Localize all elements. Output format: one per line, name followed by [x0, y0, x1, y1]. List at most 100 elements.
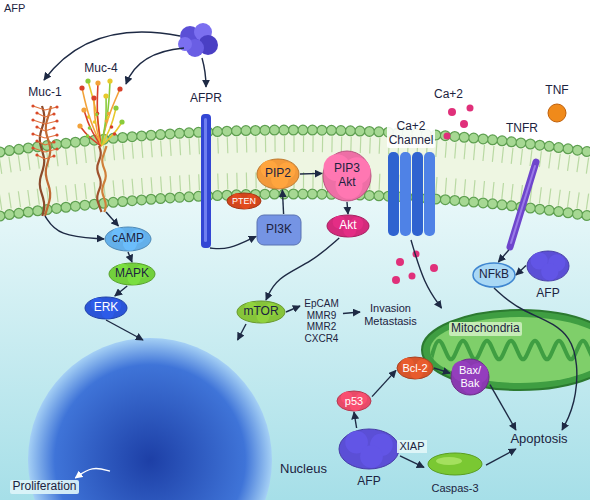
node-text: MAPK — [115, 267, 149, 281]
mucin-hair — [45, 107, 57, 110]
signal-arrow — [411, 240, 442, 308]
text-group: Invasion Metastasis — [360, 300, 421, 330]
tnf-ball — [548, 104, 566, 122]
protein-body — [339, 429, 399, 469]
protein-blob-drawing — [109, 263, 155, 285]
mucin-tip — [52, 154, 55, 157]
protein-body — [237, 301, 285, 323]
mucin-tip — [52, 126, 55, 129]
mucin-tip — [88, 126, 92, 130]
mucin-tip — [31, 118, 34, 121]
ion-channel-drawing — [388, 152, 435, 236]
mucin-tip — [113, 132, 117, 136]
node-shape — [186, 92, 226, 248]
receptor-stalk — [201, 114, 211, 248]
node-text: Apoptosis — [510, 432, 567, 447]
mitochondrion-drawing — [422, 310, 590, 390]
mucin-tip — [55, 105, 58, 108]
protein-blob: p53 — [336, 390, 372, 412]
outcome-label: Proliferation — [6, 478, 83, 496]
text-group: AFP — [338, 475, 400, 489]
afp-protein: AFP — [338, 428, 400, 490]
protein-blob-drawing — [105, 227, 151, 251]
protein-blob-drawing — [257, 215, 301, 245]
mucin-branch — [84, 110, 101, 146]
protein-blob: Bcl-2 — [396, 356, 434, 380]
node-text: NFkB — [479, 268, 509, 282]
text-group: mTOR — [236, 300, 286, 324]
node-text: cAMP — [112, 232, 144, 246]
signal-arrow — [354, 412, 357, 428]
signal-arrow — [490, 385, 516, 430]
signal-arrow — [106, 320, 143, 340]
mucin-tip — [103, 93, 108, 98]
text-group: Muc-4 — [76, 62, 126, 76]
protein-blob: ERK — [84, 296, 128, 320]
protein-blob: PTEN — [226, 192, 262, 210]
text-group: Ca+2 Channel — [376, 120, 446, 148]
mucin-receptor: Muc-1 — [22, 86, 68, 216]
node-text: PIP3 — [334, 162, 360, 176]
text-group: ERK — [84, 296, 128, 320]
mucin-receptor-drawing — [77, 78, 124, 212]
text-group: Apoptosis — [506, 430, 572, 449]
node-text: Proliferation — [10, 480, 78, 494]
node-text: Akt — [338, 176, 355, 190]
node-text: Invasion Metastasis — [364, 302, 417, 327]
binding-arrow — [44, 32, 180, 80]
receptor-stalk — [510, 162, 536, 247]
mucin-hair — [33, 134, 45, 138]
node-text: AFPR — [190, 92, 222, 106]
mucin-tip — [35, 111, 38, 114]
mitochondrion: Mitochondria — [425, 308, 590, 392]
protein-body — [323, 151, 371, 201]
text-group: Akt — [326, 214, 370, 238]
node-text: AFP — [536, 287, 559, 301]
label-box: Ca+2 — [434, 88, 463, 102]
receptor-highlight — [204, 118, 207, 242]
text-group: EpCAM MMR9 MMR2 CXCR4 — [300, 296, 343, 346]
tnf-receptor-drawing — [510, 162, 536, 247]
protein-blob-drawing — [227, 193, 261, 209]
signal-arrow — [238, 324, 246, 340]
protein-blob: NFkB — [472, 262, 516, 288]
text-group: p53 — [336, 390, 372, 412]
signal-arrow — [266, 238, 339, 300]
caspase-highlight — [436, 457, 462, 465]
signal-arrow — [106, 212, 118, 226]
protein-lobe — [541, 263, 558, 280]
node-text: Muc-1 — [28, 86, 61, 100]
protein-blob: mTOR — [236, 300, 286, 324]
mucin-receptor: Muc-4 — [76, 62, 126, 212]
node-text: AFP — [357, 475, 380, 489]
text-group: MAPK — [108, 262, 156, 286]
signal-arrow — [45, 216, 104, 239]
node-text: Mitochondria — [449, 322, 522, 336]
nucleus: Nucleus — [110, 340, 330, 500]
mucin-tip — [95, 80, 100, 85]
text-group: Mitochondria — [449, 322, 522, 336]
text-group: Caspas-3 — [424, 482, 486, 495]
node-text: Bcl-2 — [402, 362, 427, 375]
node-text: Ca+2 Channel — [387, 120, 436, 148]
protein-blob: MAPK — [108, 262, 156, 286]
signal-arrow — [282, 190, 283, 214]
node-text: p53 — [345, 395, 363, 408]
protein-body — [227, 193, 261, 209]
node-text: PTEN — [232, 196, 256, 206]
text-group: TNFR — [500, 122, 544, 136]
node-text: ERK — [94, 301, 119, 315]
mucin-tip — [85, 78, 90, 83]
protein-lobe — [360, 445, 383, 468]
protein-blob: Bax/ Bak — [450, 358, 490, 396]
protein-blob-drawing — [337, 391, 371, 411]
mucin-tip — [55, 147, 58, 150]
mucin-tip — [81, 107, 86, 112]
channel-subunit — [412, 152, 423, 236]
text-group: NFkB — [472, 262, 516, 288]
lipid-heads — [0, 130, 590, 152]
node-text: PIP2 — [265, 167, 291, 181]
protein-blob-drawing — [473, 263, 515, 287]
ligand-drawing — [548, 104, 566, 122]
lipid-blob: PIP2 — [256, 158, 300, 190]
